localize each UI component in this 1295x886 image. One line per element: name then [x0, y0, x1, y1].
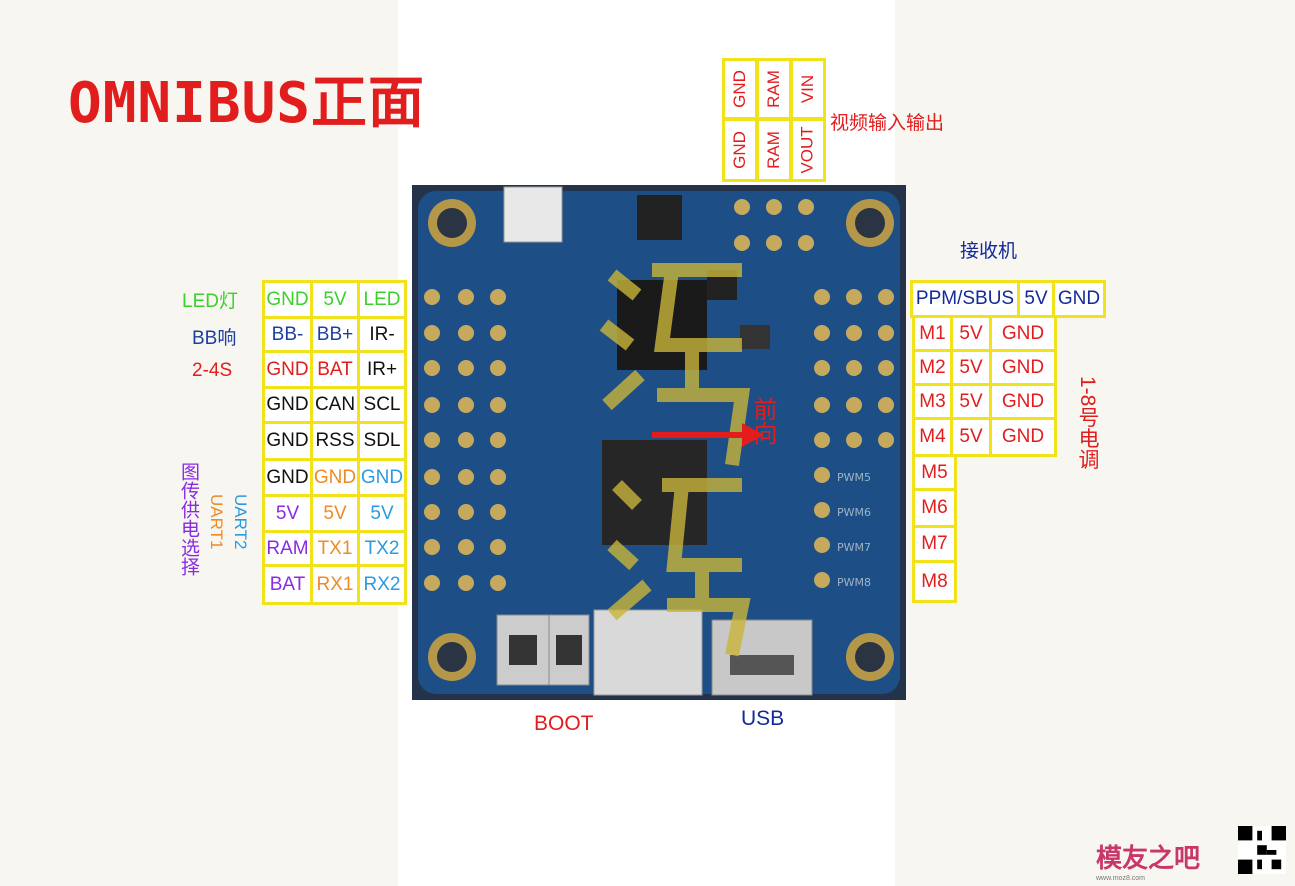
left-pin-r9-c2: RX1 — [310, 564, 360, 605]
motor-m1-5v: 5V — [950, 315, 992, 352]
left-pin-r6-c2: GND — [310, 458, 360, 497]
mounting-holes — [428, 199, 894, 681]
pwm7-label: PWM7 — [837, 541, 871, 554]
motor-m1-gnd: GND — [989, 315, 1057, 352]
left-pin-r3-c1: GND — [262, 350, 313, 389]
video-cell-ram: RAM — [756, 118, 792, 182]
motor-m8: M8 — [912, 560, 957, 603]
video-cell-vout: VOUT — [790, 118, 826, 182]
motor-m2-gnd: GND — [989, 349, 1057, 386]
power-select-label: 图传供电选择 — [178, 462, 199, 576]
left-pin-r8-c1: RAM — [262, 530, 313, 567]
page-title: OMNIBUS正面 — [68, 71, 426, 136]
left-pin-r7-c1: 5V — [262, 494, 313, 533]
left-pin-r7-c2: 5V — [310, 494, 360, 533]
receiver-cell-gnd: GND — [1052, 280, 1106, 318]
video-cell-vin: VIN — [790, 58, 826, 120]
left-pin-r1-c2: 5V — [310, 280, 360, 319]
video-cell-gnd-extra: GND — [722, 58, 758, 120]
motor-m1: M1 — [912, 315, 953, 352]
voltage-label: 2-4S — [192, 360, 233, 381]
forward-label: 前向 — [749, 397, 777, 445]
pwm5-label: PWM5 — [837, 471, 871, 484]
site-logo: 模友之吧 www.moz8.com — [1096, 843, 1201, 882]
led-label: LED灯 — [182, 291, 238, 312]
left-pin-r6-c3: GND — [357, 458, 407, 497]
left-pin-r2-c3: IR- — [357, 316, 407, 353]
motor-m5: M5 — [912, 454, 957, 491]
left-pin-r4-c2: CAN — [310, 386, 360, 424]
receiver-label: 接收机 — [960, 241, 1018, 262]
left-pin-r2-c2: BB+ — [310, 316, 360, 353]
boot-label: BOOT — [534, 712, 594, 735]
pwm6-label: PWM6 — [837, 506, 871, 519]
motor-m4-5v: 5V — [950, 417, 992, 457]
left-pin-r3-c3: IR+ — [357, 350, 407, 389]
left-pin-r8-c3: TX2 — [357, 530, 407, 567]
left-pin-r1-c1: GND — [262, 280, 313, 319]
left-pin-r5-c1: GND — [262, 421, 313, 461]
left-pin-r5-c3: SDL — [357, 421, 407, 461]
video-label: 视频输入输出 — [830, 113, 945, 134]
motor-m3-gnd: GND — [989, 383, 1057, 420]
left-pin-r7-c3: 5V — [357, 494, 407, 533]
uart2-label: UART2 — [231, 494, 250, 550]
left-pin-r5-c2: RSS — [310, 421, 360, 461]
left-pin-r8-c2: TX1 — [310, 530, 360, 567]
left-pin-r6-c1: GND — [262, 458, 313, 497]
left-pin-r4-c1: GND — [262, 386, 313, 424]
uart1-label: UART1 — [207, 494, 226, 550]
usb-label: USB — [741, 707, 785, 730]
motor-m3: M3 — [912, 383, 953, 420]
qr-code-icon — [1238, 826, 1286, 874]
left-pin-r4-c3: SCL — [357, 386, 407, 424]
left-pin-r9-c3: RX2 — [357, 564, 407, 605]
motor-m3-5v: 5V — [950, 383, 992, 420]
board-watermark — [599, 263, 751, 657]
pcb-board: PWM5 PWM6 PWM7 PWM8 前向 — [412, 185, 906, 700]
motor-m4: M4 — [912, 417, 953, 457]
left-pin-r1-c3: LED — [357, 280, 407, 319]
motor-m4-gnd: GND — [989, 417, 1057, 457]
motor-label: 1-8号电调 — [1076, 376, 1099, 470]
motor-m2-5v: 5V — [950, 349, 992, 386]
pwm8-label: PWM8 — [837, 576, 871, 589]
video-cell-gnd: GND — [722, 118, 758, 182]
motor-m2: M2 — [912, 349, 953, 386]
bb-label: BB响 — [192, 328, 237, 349]
receiver-cell-ppm: PPM/SBUS — [910, 280, 1020, 318]
left-pin-r9-c1: BAT — [262, 564, 313, 605]
motor-m6: M6 — [912, 488, 957, 528]
site-url: www.moz8.com — [1096, 875, 1146, 882]
video-cell-ram-top: RAM — [756, 58, 792, 120]
left-pin-r2-c1: BB- — [262, 316, 313, 353]
receiver-cell-5v: 5V — [1017, 280, 1055, 318]
motor-m7: M7 — [912, 525, 957, 563]
left-pin-r3-c2: BAT — [310, 350, 360, 389]
